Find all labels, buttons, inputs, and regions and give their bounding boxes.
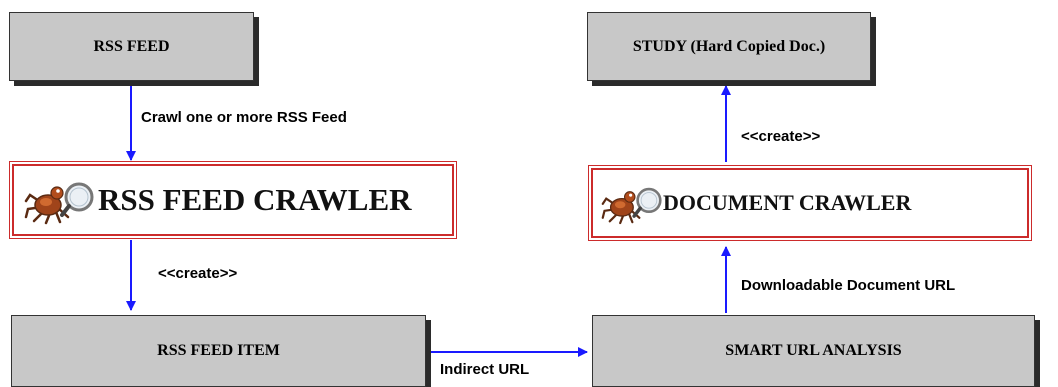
rss-feed-item-label: RSS FEED ITEM	[157, 342, 280, 359]
study-node: STUDY (Hard Copied Doc.)	[587, 12, 871, 81]
document-crawler-label: DOCUMENT CRAWLER	[663, 190, 912, 215]
rss-feed-item-node: RSS FEED ITEM	[11, 315, 426, 387]
smart-url-analysis-node: SMART URL ANALYSIS	[592, 315, 1035, 387]
document-crawler-node: DOCUMENT CRAWLER	[588, 165, 1032, 241]
rss-feed-crawler-label: RSS FEED CRAWLER	[98, 182, 412, 217]
rss-feed-crawler-node: RSS FEED CRAWLER	[9, 161, 457, 239]
rss-feed-label: RSS FEED	[93, 37, 170, 55]
indirect-url-edge-label: Indirect URL	[440, 361, 530, 378]
downloadable-edge-label: Downloadable Document URL	[741, 277, 956, 294]
rss-feed-node: RSS FEED	[9, 12, 254, 81]
spider-magnifier-icon	[601, 181, 669, 225]
study-label: STUDY (Hard Copied Doc.)	[632, 37, 826, 55]
spider-magnifier-icon	[24, 175, 102, 225]
create-edge-label-left: <<create>>	[158, 265, 238, 282]
create-edge-label-right: <<create>>	[741, 128, 821, 145]
crawl-edge-label: Crawl one or more RSS Feed	[141, 109, 347, 126]
smart-url-analysis-label: SMART URL ANALYSIS	[725, 342, 902, 359]
